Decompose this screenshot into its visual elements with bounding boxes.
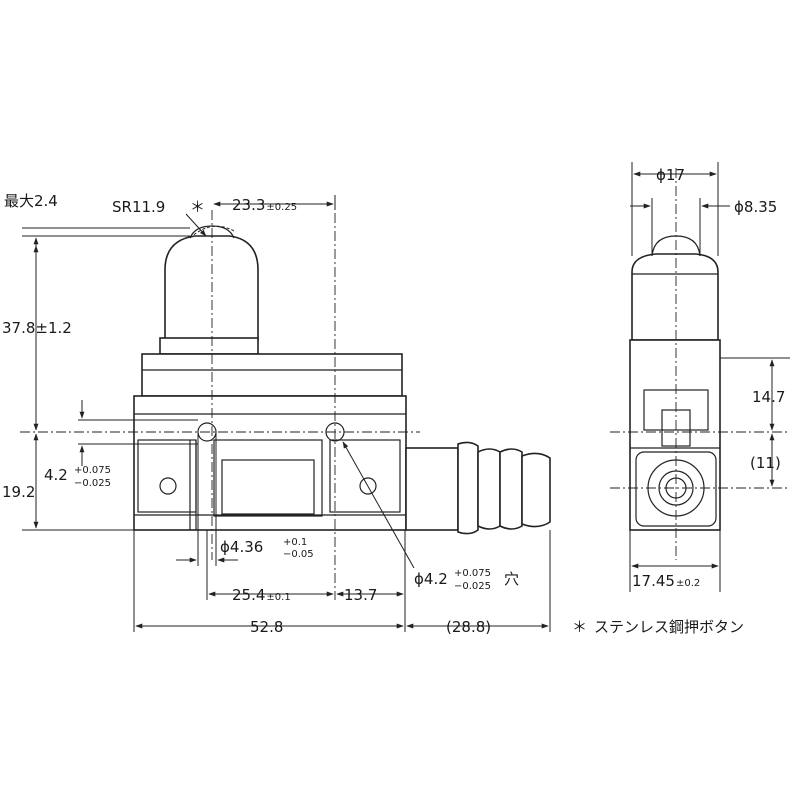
offset-label: 23.3±0.25 (232, 196, 297, 214)
side-body (629, 339, 721, 531)
mount-hole-tol-lower: −0.05 (283, 549, 314, 560)
front-view: 最大2.4 37.8±1.2 SR11.9 ＊ 23.3±0.25 19.2 4… (2, 192, 551, 636)
side-view: ϕ17 ϕ8.35 14.7 (11) 17.45±0.2 (610, 162, 790, 592)
plunger (159, 225, 259, 355)
edge-distance-label: 13.7 (344, 586, 377, 604)
through-hole-tol-lower: −0.025 (454, 581, 491, 592)
hole-offset-tol-upper: +0.075 (74, 465, 111, 476)
footnote-text: ステンレス鋼押ボタン (594, 618, 744, 636)
overall-width-label: 52.8 (250, 618, 283, 636)
mount-hole-tol-upper: +0.1 (283, 537, 307, 548)
height-label: 37.8±1.2 (2, 319, 72, 337)
side-hole-left (159, 477, 177, 495)
through-hole-label: ϕ4.2 (414, 570, 448, 588)
lower-height-label: (11) (750, 454, 781, 472)
button-radius-label: SR11.9 (112, 198, 165, 216)
hole-offset-label: 4.2 (44, 466, 68, 484)
footnote-mark: ＊ (572, 618, 587, 636)
conduit-length-label: (28.8) (446, 618, 491, 636)
side-width-label: 17.45±0.2 (632, 572, 700, 590)
switch-housing (133, 353, 407, 531)
hole-offset-tol-lower: −0.025 (74, 478, 111, 489)
upper-height-label: 14.7 (752, 388, 785, 406)
through-hole-tol-upper: +0.075 (454, 568, 491, 579)
pitch-label: 25.4±0.1 (232, 586, 291, 604)
side-hole-right (359, 477, 377, 495)
button-radius-mark: ＊ (190, 198, 205, 216)
footnote: ＊ ステンレス鋼押ボタン (572, 618, 744, 636)
button-outer-dia-label: ϕ17 (656, 166, 685, 184)
through-hole-suffix: 穴 (504, 570, 519, 588)
mount-hole-label: ϕ4.36 (220, 538, 263, 556)
max-travel-label: 最大2.4 (4, 192, 58, 210)
cable-conduit (405, 441, 551, 535)
side-plunger (631, 235, 719, 341)
button-inner-dia-label: ϕ8.35 (734, 198, 777, 216)
side-height-label: 19.2 (2, 483, 35, 501)
